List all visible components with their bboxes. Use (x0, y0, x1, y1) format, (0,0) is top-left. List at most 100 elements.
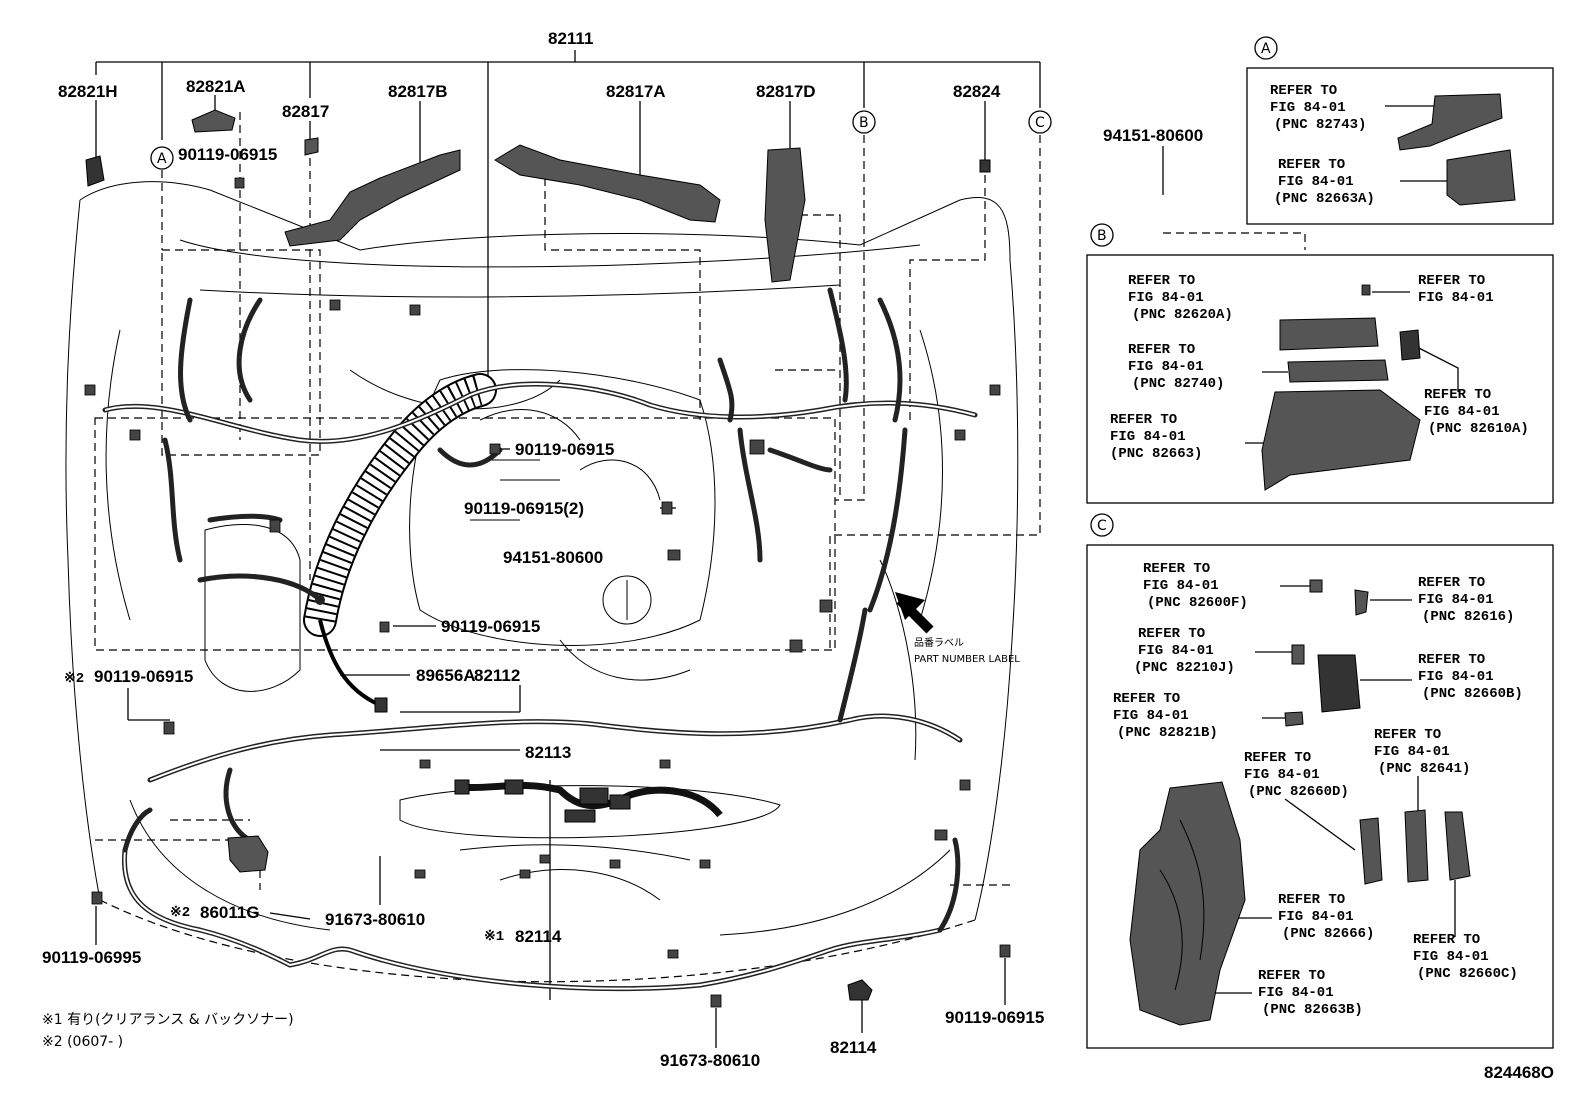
label-94151-80600-top[interactable]: 94151-80600 (1103, 126, 1203, 145)
svg-text:(PNC 82620A): (PNC 82620A) (1132, 307, 1233, 323)
inset-c-part-82600F[interactable] (1309, 579, 1323, 593)
label-82817B[interactable]: 82817B (388, 82, 448, 101)
parts-top (84, 109, 1011, 1008)
inset-c-part-82660C[interactable] (1444, 811, 1471, 881)
inset-c-part-82616[interactable] (1354, 589, 1369, 616)
harness-82113[interactable] (454, 779, 723, 823)
inset-c-ref-82663B[interactable]: REFER TO FIG 84-01 (PNC 82663B) (1258, 968, 1363, 1018)
svg-text:FIG 84-01: FIG 84-01 (1418, 592, 1494, 608)
label-89656A[interactable]: 89656A (416, 666, 476, 685)
label-91673-80610-bottom[interactable]: 91673-80610 (660, 1051, 760, 1070)
callout-b-main[interactable]: B (852, 110, 876, 134)
label-90119-06915-center[interactable]: 90119-06915 (515, 440, 614, 459)
inset-b-part-82663[interactable] (1261, 389, 1421, 491)
svg-text:(PNC 82616): (PNC 82616) (1422, 609, 1514, 625)
inset-c-ref-82660D[interactable]: REFER TO FIG 84-01 (PNC 82660D) (1244, 750, 1349, 800)
part-82817D[interactable] (764, 147, 806, 283)
inset-b-ref-82740[interactable]: REFER TO FIG 84-01 (PNC 82740) (1128, 342, 1224, 392)
part-82821H[interactable] (85, 155, 105, 187)
label-90119-06915-right[interactable]: 90119-06915 (945, 1008, 1044, 1027)
inset-c-part-82666[interactable] (1129, 781, 1246, 1026)
label-82114-bottom[interactable]: 82114 (830, 1038, 877, 1057)
svg-text:FIG 84-01: FIG 84-01 (1270, 100, 1346, 116)
label-90119-06915-top[interactable]: 90119-06915 (178, 145, 277, 164)
part-82114-clip[interactable] (847, 979, 873, 1001)
inset-b-part-82620A[interactable] (1279, 317, 1379, 351)
inset-c-ref-82600F[interactable]: REFER TO FIG 84-01 (PNC 82600F) (1143, 561, 1248, 611)
svg-text:FIG 84-01: FIG 84-01 (1413, 949, 1489, 965)
svg-text:REFER TO: REFER TO (1418, 652, 1485, 668)
inset-a-part-82743[interactable] (1397, 93, 1503, 151)
inset-c-ref-82666[interactable]: REFER TO FIG 84-01 (PNC 82666) (1278, 892, 1374, 942)
inset-a-part-82663A[interactable] (1446, 149, 1516, 206)
svg-text:(PNC 82821B): (PNC 82821B) (1117, 725, 1218, 741)
svg-text:REFER TO: REFER TO (1258, 968, 1325, 984)
inset-b-ref-82620A[interactable]: REFER TO FIG 84-01 (PNC 82620A) (1128, 273, 1233, 323)
inset-c-part-82821B[interactable] (1284, 711, 1304, 727)
inset-c-ref-82821B[interactable]: REFER TO FIG 84-01 (PNC 82821B) (1113, 691, 1218, 741)
inset-c-part-82641[interactable] (1404, 809, 1429, 883)
svg-text:B: B (859, 115, 869, 131)
part-86011G[interactable] (227, 835, 269, 873)
harness-82112[interactable] (147, 607, 963, 843)
part-82817B[interactable] (284, 149, 461, 247)
part-82824[interactable] (979, 159, 991, 173)
label-90119-06995[interactable]: 90119-06995 (42, 948, 141, 967)
part-82817[interactable] (304, 137, 319, 156)
svg-text:FIG 84-01: FIG 84-01 (1424, 404, 1500, 420)
svg-text:REFER TO: REFER TO (1418, 575, 1485, 591)
label-90119-06915-2[interactable]: 90119-06915(2) (464, 499, 584, 518)
inset-c-ref-82641[interactable]: REFER TO FIG 84-01 (PNC 82641) (1374, 727, 1470, 777)
svg-text:REFER TO: REFER TO (1374, 727, 1441, 743)
label-90119-06915-lower[interactable]: 90119-06915 (441, 617, 540, 636)
inset-a: A REFER TO FIG 84-01 (PNC 82743) REFER T… (1246, 36, 1554, 225)
label-82817[interactable]: 82817 (282, 102, 329, 121)
inset-b-part-82610A[interactable] (1399, 329, 1421, 361)
label-90119-06915-left[interactable]: 90119-06915 (94, 667, 193, 686)
inset-c-part-82660D[interactable] (1359, 817, 1383, 885)
inset-c-part-82660B[interactable] (1317, 654, 1361, 713)
harness-82114[interactable] (121, 807, 961, 992)
svg-text:REFER TO: REFER TO (1424, 387, 1491, 403)
inset-b-ref-82610A[interactable]: REFER TO FIG 84-01 (PNC 82610A) (1424, 387, 1529, 437)
svg-text:FIG 84-01: FIG 84-01 (1258, 985, 1334, 1001)
callout-a-main[interactable]: A (150, 146, 174, 170)
callout-c-main[interactable]: C (1028, 110, 1052, 134)
part-82817A[interactable] (494, 144, 721, 223)
label-82111[interactable]: 82111 (548, 29, 593, 48)
inset-c-ref-82616[interactable]: REFER TO FIG 84-01 (PNC 82616) (1418, 575, 1514, 625)
label-82817D[interactable]: 82817D (756, 82, 816, 101)
svg-text:REFER TO: REFER TO (1128, 342, 1195, 358)
svg-text:REFER TO: REFER TO (1113, 691, 1180, 707)
svg-text:(PNC 82663): (PNC 82663) (1110, 446, 1202, 462)
inset-c-ref-82660C[interactable]: REFER TO FIG 84-01 (PNC 82660C) (1413, 932, 1518, 982)
inset-c-ref-82210J[interactable]: REFER TO FIG 84-01 (PNC 82210J) (1134, 626, 1235, 676)
svg-text:REFER TO: REFER TO (1143, 561, 1210, 577)
inset-c-ref-82660B[interactable]: REFER TO FIG 84-01 (PNC 82660B) (1418, 652, 1523, 702)
label-82113[interactable]: 82113 (525, 743, 571, 762)
inset-b-ref-plain[interactable]: REFER TO FIG 84-01 (1418, 273, 1494, 306)
svg-text:FIG 84-01: FIG 84-01 (1418, 290, 1494, 306)
inset-c-part-82210J[interactable] (1291, 644, 1305, 665)
label-82817A[interactable]: 82817A (606, 82, 666, 101)
label-82824[interactable]: 82824 (953, 82, 1001, 101)
label-82112[interactable]: 82112 (474, 666, 520, 685)
svg-text:REFER TO: REFER TO (1278, 892, 1345, 908)
svg-text:FIG 84-01: FIG 84-01 (1374, 744, 1450, 760)
inset-a-ref-1[interactable]: REFER TO FIG 84-01 (PNC 82743) (1270, 83, 1366, 133)
inset-b-ref-82663[interactable]: REFER TO FIG 84-01 (PNC 82663) (1110, 412, 1202, 462)
inset-a-ref-2[interactable]: REFER TO FIG 84-01 (PNC 82663A) (1274, 157, 1375, 207)
label-82821A[interactable]: 82821A (186, 77, 246, 96)
label-mark1-82114: ※1 (484, 929, 504, 945)
label-94151-80600-center[interactable]: 94151-80600 (503, 548, 603, 567)
svg-text:REFER TO: REFER TO (1138, 626, 1205, 642)
harness-82111[interactable] (102, 287, 978, 613)
label-82821H[interactable]: 82821H (58, 82, 118, 101)
label-86011G[interactable]: 86011G (200, 903, 260, 922)
svg-text:(PNC 82600F): (PNC 82600F) (1147, 595, 1248, 611)
sensor-89656A[interactable] (315, 595, 388, 713)
inset-b-part-82740[interactable] (1287, 359, 1389, 383)
part-82821A[interactable] (191, 109, 236, 133)
label-91673-80610-left[interactable]: 91673-80610 (325, 910, 425, 929)
label-82114-center[interactable]: 82114 (515, 927, 562, 946)
